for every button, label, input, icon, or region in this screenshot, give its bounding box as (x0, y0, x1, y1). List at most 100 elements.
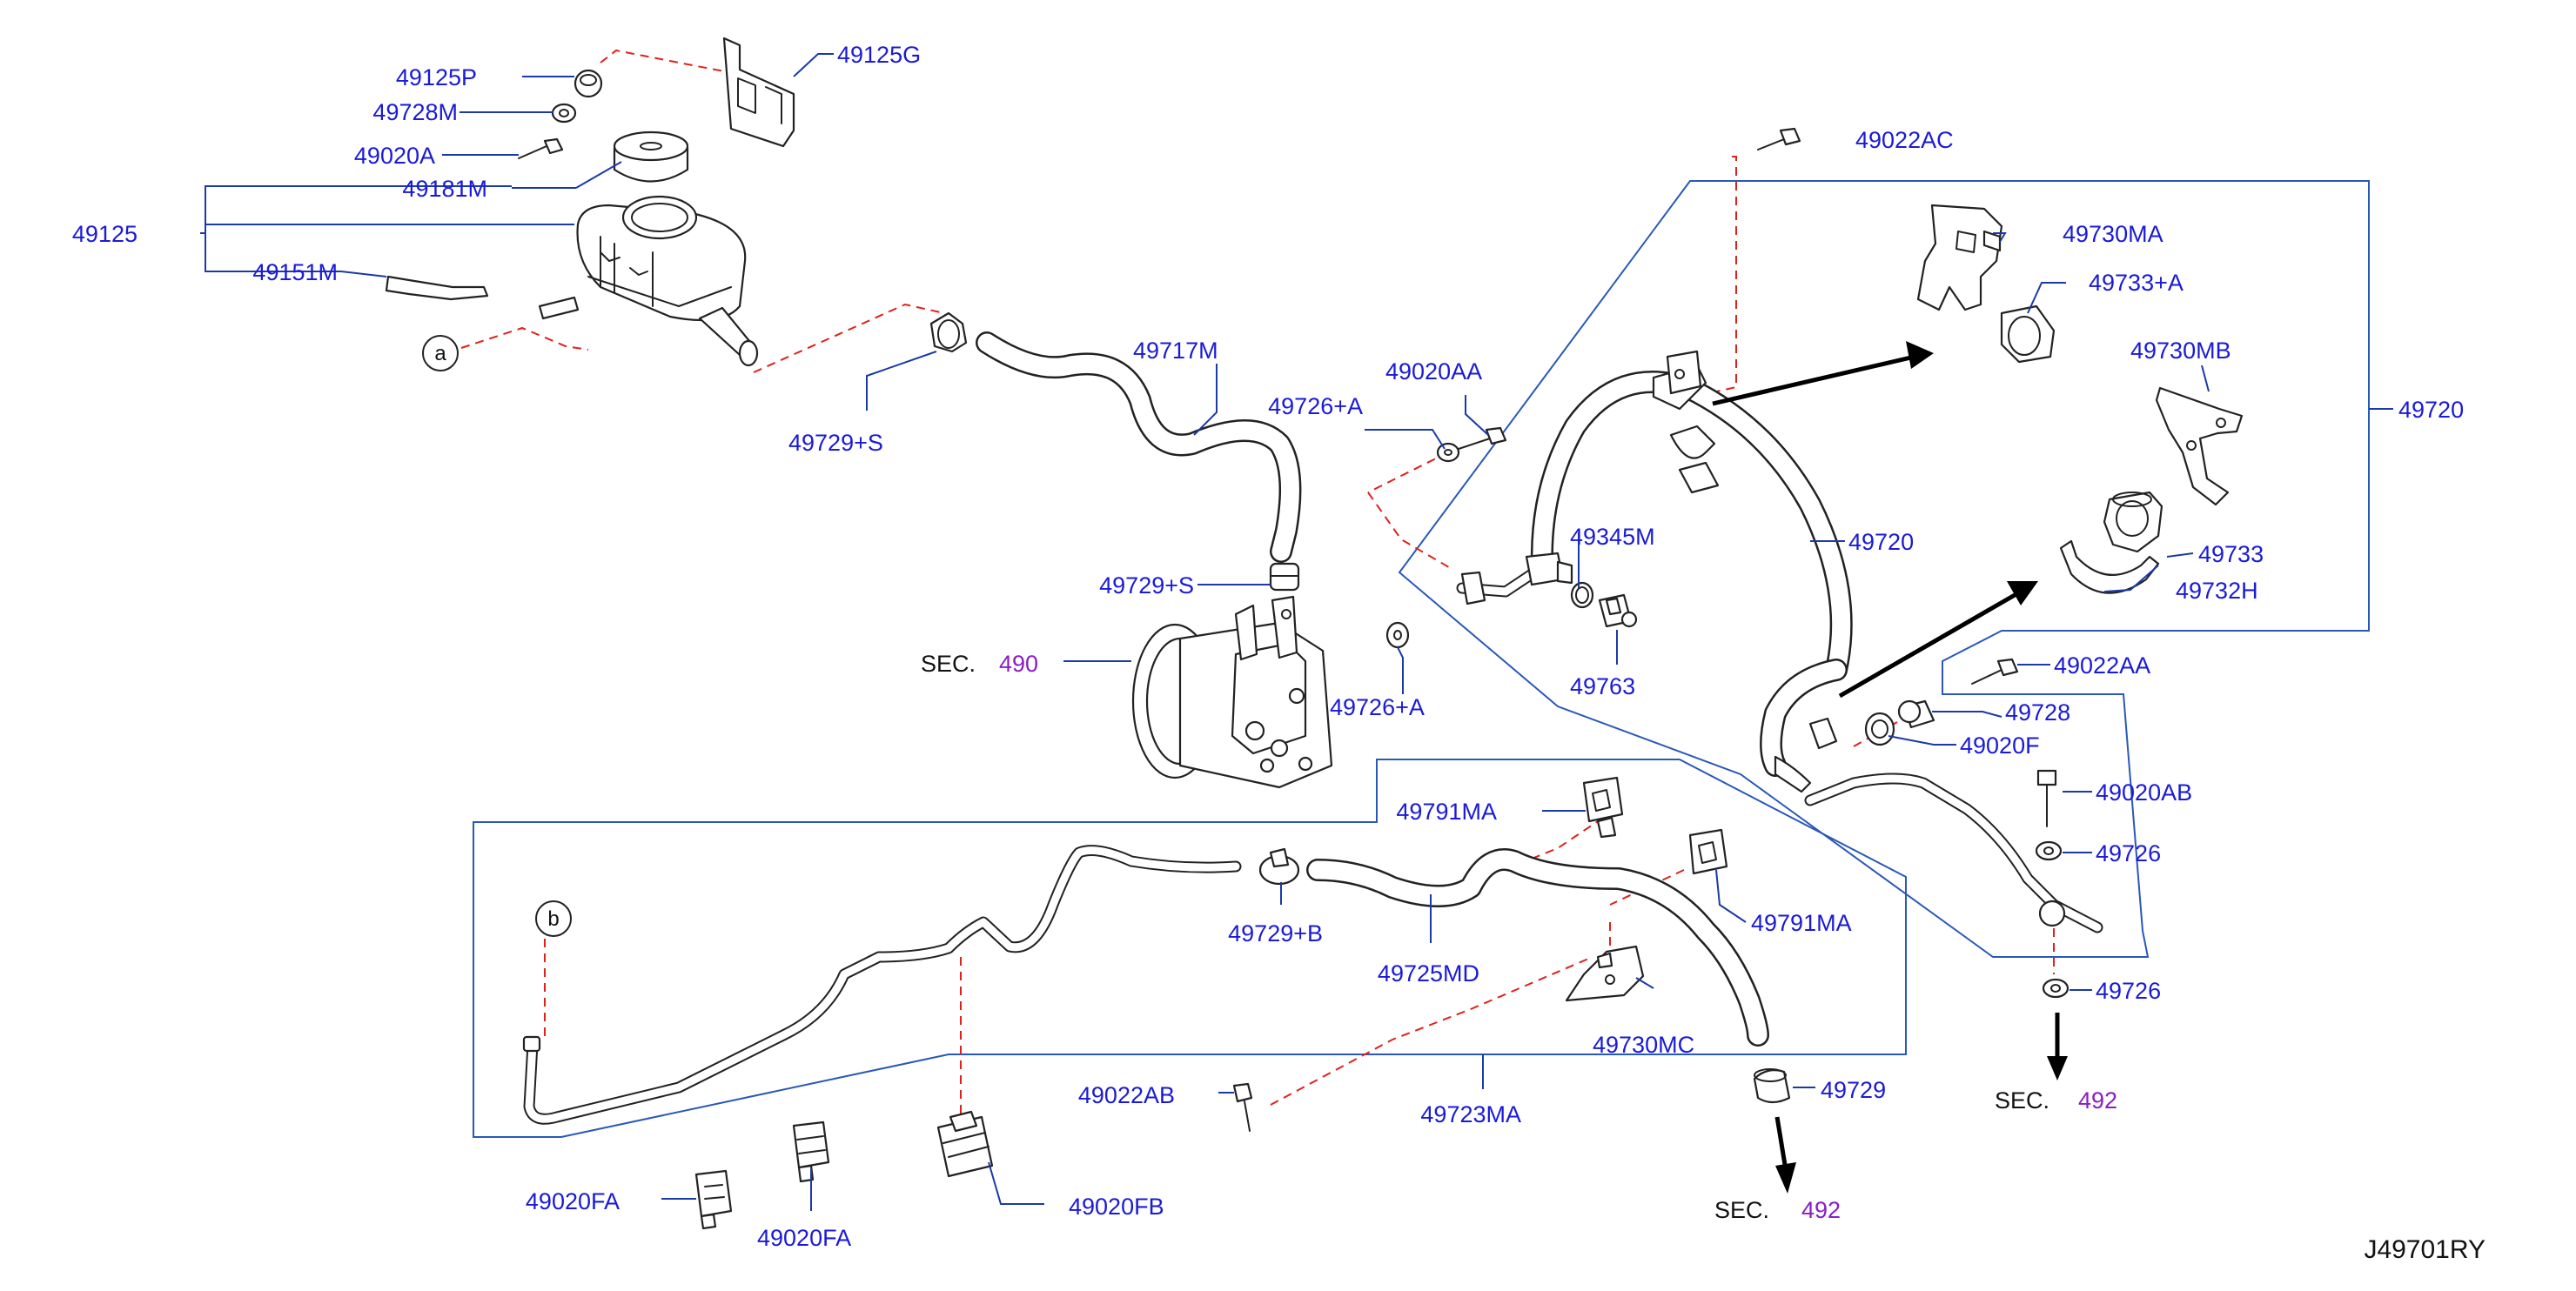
label-49717m[interactable]: 49717M (1133, 338, 1218, 364)
bolt-49020a (518, 137, 564, 159)
callout-b-letter: b (547, 907, 559, 931)
washer-49726a-bottom (1385, 621, 1410, 649)
reservoir-cap-49181m (613, 130, 689, 183)
section-ref-490: SEC. 490 (921, 651, 1038, 677)
label-49020fb[interactable]: 49020FB (1069, 1194, 1164, 1220)
callout-b: b (535, 900, 572, 937)
label-49730ma[interactable]: 49730MA (2063, 221, 2163, 247)
label-49763[interactable]: 49763 (1570, 673, 1635, 699)
clip-49791ma-b (1688, 828, 1728, 875)
dashed-connectors (460, 49, 2055, 1131)
label-49181m[interactable]: 49181M (402, 176, 487, 202)
label-49726a-bottom[interactable]: 49726+A (1330, 694, 1425, 720)
label-49125[interactable]: 49125 (72, 221, 138, 247)
part-number-labels: 49125P 49728M 49020A 49181M 49125 49151M… (72, 42, 2464, 1251)
grommet-49728 (1897, 699, 1935, 729)
bolt-49022aa (1971, 658, 2019, 685)
label-49125p[interactable]: 49125P (396, 64, 477, 90)
washer-49726-lower (2042, 978, 2070, 999)
diagram-code: J49701RY (2364, 1235, 2485, 1264)
clip-49020fb (936, 1110, 994, 1178)
hose-clamp-49729b (1258, 847, 1300, 886)
label-49720-right[interactable]: 49720 (2398, 397, 2464, 423)
hose-clamp-49729 (1753, 1068, 1791, 1104)
clip-49020fa-b (792, 1120, 830, 1183)
leader-lines (200, 53, 2393, 1211)
bracket-49125g (722, 37, 795, 148)
callout-a-letter: a (434, 342, 446, 365)
washer-49728m (551, 103, 577, 124)
assembly-box-49720 (1398, 180, 2370, 958)
label-49020fa-b[interactable]: 49020FA (757, 1225, 851, 1251)
label-49730mc[interactable]: 49730MC (1593, 1032, 1694, 1058)
assembly-box-49723MA (473, 759, 1907, 1138)
callout-a: a (422, 335, 459, 371)
label-49022ab[interactable]: 49022AB (1078, 1082, 1175, 1108)
clip-49020fa-a (694, 1169, 733, 1230)
pressure-switch-49763 (1598, 593, 1638, 628)
bracket-49730mc (1565, 945, 1645, 1002)
hose-49725md (1306, 848, 1769, 1047)
section-ref-492-right-prefix: SEC. (1995, 1087, 2049, 1114)
label-49728m[interactable]: 49728M (372, 99, 458, 125)
cooler-pipe-right (1804, 773, 2103, 933)
label-49791ma-a[interactable]: 49791MA (1396, 799, 1497, 825)
label-49020fa-a[interactable]: 49020FA (526, 1188, 620, 1214)
return-tube-49723ma (522, 845, 1242, 1125)
pressure-pipe-fitting-49720 (1456, 552, 1573, 605)
bracket-49730ma (1916, 204, 2003, 311)
direction-arrows (1712, 341, 2068, 1194)
label-49022ac[interactable]: 49022AC (1855, 127, 1954, 153)
grommet-49125p (574, 69, 603, 98)
label-49020aa[interactable]: 49020AA (1385, 358, 1482, 385)
bushing-49733a (2000, 304, 2056, 364)
label-49791ma-b[interactable]: 49791MA (1751, 910, 1852, 936)
assembly-boxes (473, 180, 2370, 1138)
hose-clamp-49729s-top (929, 311, 968, 353)
section-ref-490-number[interactable]: 490 (999, 651, 1038, 677)
suction-hose-49717m (976, 331, 1302, 563)
reservoir-tank-49125 (538, 195, 759, 367)
label-49728[interactable]: 49728 (2005, 699, 2070, 726)
clamp-49732h (2059, 539, 2160, 594)
label-49723ma[interactable]: 49723MA (1420, 1101, 1521, 1127)
label-49022aa[interactable]: 49022AA (2054, 652, 2150, 679)
section-ref-492-bottom-number[interactable]: 492 (1801, 1197, 1841, 1223)
grommet-49020f (1864, 712, 1895, 746)
washer-49726a-top (1436, 442, 1460, 463)
label-49733a[interactable]: 49733+A (2089, 270, 2184, 296)
label-49020f[interactable]: 49020F (1960, 732, 2040, 759)
label-49345m[interactable]: 49345M (1570, 524, 1655, 550)
bolt-49020aa-top (1458, 426, 1507, 450)
bolt-49022ac (1757, 127, 1801, 151)
label-49729s-top[interactable]: 49729+S (788, 430, 883, 456)
section-ref-490-prefix: SEC. (921, 651, 976, 677)
o-ring-49345m (1570, 581, 1594, 609)
clip-49151m (385, 275, 489, 301)
label-49732h[interactable]: 49732H (2176, 578, 2258, 604)
bushing-49733 (2103, 491, 2163, 553)
label-49726-b[interactable]: 49726 (2096, 978, 2161, 1004)
label-49730mb[interactable]: 49730MB (2130, 338, 2231, 364)
label-49726a-top[interactable]: 49726+A (1268, 393, 1363, 419)
label-49151m[interactable]: 49151M (252, 259, 338, 285)
label-49733[interactable]: 49733 (2198, 541, 2264, 567)
bolt-49020ab (2036, 769, 2057, 827)
power-steering-pump (1131, 595, 1333, 789)
label-49729s-pump[interactable]: 49729+S (1099, 572, 1194, 599)
label-49020ab[interactable]: 49020AB (2096, 779, 2192, 806)
label-49725md[interactable]: 49725MD (1378, 960, 1479, 987)
label-49729b[interactable]: 49729+B (1228, 920, 1323, 947)
label-49729[interactable]: 49729 (1821, 1077, 1886, 1103)
bolt-49022ab (1232, 1082, 1253, 1132)
label-49020a[interactable]: 49020A (354, 143, 435, 169)
bracket-49730mb (2155, 386, 2244, 506)
clip-49791ma-a (1582, 776, 1624, 839)
label-49125g[interactable]: 49125G (837, 42, 921, 68)
label-49726-a[interactable]: 49726 (2096, 840, 2161, 866)
section-ref-492-bottom-prefix: SEC. (1714, 1197, 1769, 1223)
pressure-hose-49720 (1530, 350, 1853, 793)
section-ref-492-right-number[interactable]: 492 (2078, 1087, 2117, 1114)
label-49720-mid[interactable]: 49720 (1848, 529, 1914, 555)
